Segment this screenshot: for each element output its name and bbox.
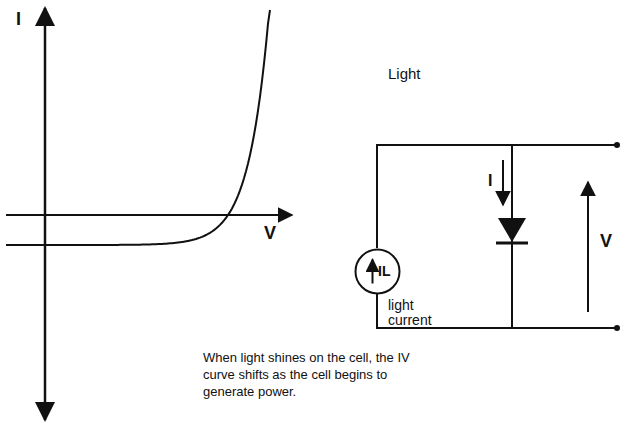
source-label: light current — [388, 298, 458, 329]
voltage-axis — [6, 214, 292, 216]
diode-symbol — [498, 218, 526, 242]
axis-label: I — [16, 10, 21, 30]
axis-label: V — [264, 224, 276, 244]
current-source: IL — [354, 248, 401, 295]
current-arrow — [502, 160, 504, 205]
source-outline — [354, 248, 401, 295]
voltage-label: V — [600, 232, 612, 252]
terminal — [614, 325, 620, 331]
current-label: I — [488, 172, 492, 190]
source-label: IL — [378, 263, 390, 279]
terminal — [614, 142, 620, 148]
bottom-wire — [377, 294, 617, 328]
voltage-arrow — [587, 182, 589, 312]
light-label: Light — [388, 66, 421, 83]
caption: When light shines on the cell, the IV cu… — [203, 350, 423, 401]
iv-curve — [6, 10, 270, 245]
top-wire — [377, 145, 617, 248]
diode-bar — [496, 242, 528, 245]
